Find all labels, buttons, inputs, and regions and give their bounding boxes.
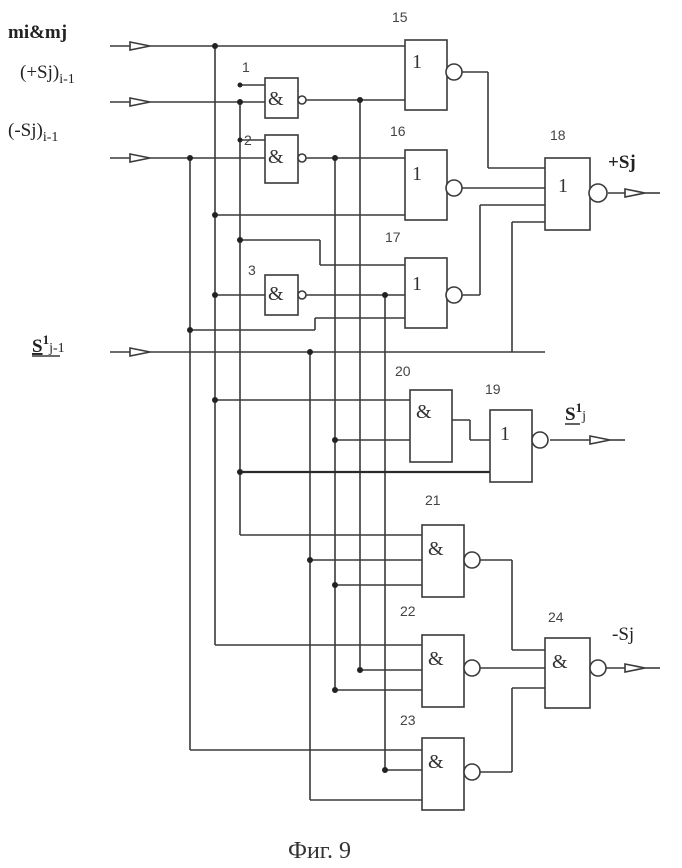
gate-22: & 22	[400, 603, 480, 707]
svg-text:(-Sj)i-1: (-Sj)i-1	[8, 120, 58, 145]
svg-text:&: &	[552, 651, 568, 673]
svg-text:1: 1	[412, 51, 422, 73]
svg-text:18: 18	[550, 127, 566, 143]
svg-text:2: 2	[244, 132, 252, 148]
svg-text:1: 1	[412, 163, 422, 185]
gate-18: 1 18	[545, 127, 607, 230]
svg-text:mi&mj: mi&mj	[8, 22, 67, 43]
input-label-4: S1j-1	[32, 332, 65, 357]
gate-17: 1 17	[385, 229, 462, 328]
svg-text:19: 19	[485, 381, 501, 397]
input-arrow-2	[110, 98, 150, 106]
svg-text:22: 22	[400, 603, 416, 619]
svg-text:15: 15	[392, 9, 408, 25]
svg-text:1: 1	[500, 423, 510, 445]
svg-text:17: 17	[385, 229, 401, 245]
svg-text:S1j-1: S1j-1	[32, 332, 65, 357]
svg-text:&: &	[428, 751, 444, 773]
svg-text:&: &	[416, 401, 432, 423]
gate-20: & 20	[395, 363, 452, 462]
svg-text:1: 1	[412, 273, 422, 295]
input-label-3: (-Sj)i-1	[8, 120, 58, 145]
output-arrow-2	[590, 436, 625, 444]
svg-text:&: &	[428, 538, 444, 560]
input-arrow-1	[110, 42, 150, 50]
input-arrow-3	[110, 154, 150, 162]
gate-16: 1 16	[390, 123, 462, 220]
gate-24: & 24	[545, 609, 606, 708]
gate-15: 1 15	[392, 9, 462, 110]
svg-text:16: 16	[390, 123, 406, 139]
gate-21: & 21	[422, 492, 480, 597]
input-label-2: (+Sj)i-1	[20, 62, 75, 87]
svg-text:1: 1	[558, 175, 568, 197]
svg-text:&: &	[428, 648, 444, 670]
svg-text:3: 3	[248, 262, 256, 278]
svg-text:21: 21	[425, 492, 441, 508]
svg-text:23: 23	[400, 712, 416, 728]
gate-19: 1 19	[485, 381, 548, 482]
output-arrow-3	[625, 664, 660, 672]
output-label-1: +Sj	[608, 152, 636, 173]
output-arrow-1	[625, 189, 660, 197]
gate-3: & 3	[248, 262, 306, 315]
svg-text:1: 1	[242, 59, 250, 75]
output-label-3: -Sj	[612, 624, 634, 645]
svg-text:&: &	[268, 283, 284, 305]
svg-text:+Sj: +Sj	[608, 152, 636, 173]
svg-text:&: &	[268, 88, 284, 110]
svg-text:20: 20	[395, 363, 411, 379]
input-arrow-4	[110, 348, 150, 356]
output-label-2: S1j	[565, 400, 586, 425]
svg-text:S1j: S1j	[565, 400, 586, 425]
svg-text:24: 24	[548, 609, 564, 625]
svg-text:-Sj: -Sj	[612, 624, 634, 645]
input-label-1: mi&mj	[8, 22, 67, 43]
svg-text:&: &	[268, 146, 284, 168]
gate-23: & 23	[400, 712, 480, 810]
gate-1: & 1	[242, 59, 306, 118]
figure-caption: Фиг. 9	[288, 838, 351, 864]
svg-text:(+Sj)i-1: (+Sj)i-1	[20, 62, 75, 87]
